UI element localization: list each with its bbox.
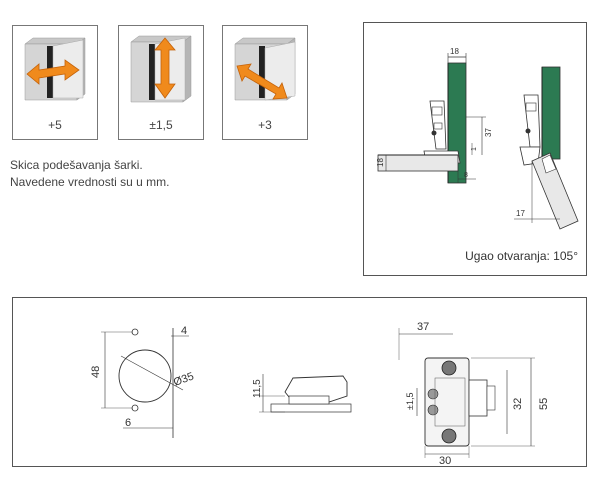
dim-32: 32 bbox=[512, 398, 524, 410]
adjustment-tile-depth: +5 bbox=[12, 25, 98, 140]
opening-angle-label: Ugao otvaranja: 105° bbox=[465, 249, 578, 263]
adjustment-label: +5 bbox=[48, 118, 62, 132]
side-adjust-illustration bbox=[234, 37, 296, 101]
dim-d35: Ø35 bbox=[172, 370, 196, 388]
dim-17: 17 bbox=[516, 209, 525, 218]
dim-55: 55 bbox=[538, 398, 550, 410]
dim-30: 30 bbox=[439, 455, 451, 466]
dim-8: 8 bbox=[464, 172, 468, 179]
adjustment-label: +3 bbox=[258, 118, 272, 132]
note-line-2: Navedene vrednosti su u mm. bbox=[10, 175, 170, 189]
dim-1: 1 bbox=[471, 147, 478, 151]
note-line-1: Skica podešavanja šarki. bbox=[10, 158, 143, 172]
depth-adjust-illustration bbox=[24, 37, 86, 101]
adjustment-tile-side: +3 bbox=[222, 25, 308, 140]
technical-drawings: 48 4 Ø35 6 11,5 bbox=[90, 321, 550, 467]
dim-37-plate: 37 bbox=[417, 321, 429, 333]
dim-11-5: 11,5 bbox=[252, 379, 263, 398]
vertical-arrow-icon bbox=[154, 37, 176, 99]
door-panel bbox=[377, 154, 459, 172]
dim-48: 48 bbox=[90, 366, 102, 378]
dim-37: 37 bbox=[484, 128, 493, 137]
opening-angle-diagram: 18 18 37 1 8 bbox=[376, 47, 579, 230]
cup-bore-drawing: 48 4 Ø35 6 bbox=[90, 325, 196, 438]
horizontal-arrow-icon bbox=[26, 59, 80, 85]
dim-18-side: 18 bbox=[376, 158, 385, 167]
dim-pm15: ±1,5 bbox=[405, 393, 415, 410]
adjustment-label: ±1,5 bbox=[149, 118, 173, 132]
cabinet-side-glass-open bbox=[541, 66, 561, 160]
side-view-drawing: 11,5 bbox=[252, 374, 352, 413]
diagonal-arrow-icon bbox=[236, 63, 288, 100]
dim-4: 4 bbox=[181, 325, 187, 337]
dim-18-top: 18 bbox=[450, 47, 459, 56]
mounting-plate-drawing: 37 ±1,5 32 55 30 bbox=[398, 321, 550, 467]
height-adjust-illustration bbox=[130, 35, 192, 103]
adjustment-tile-height: ±1,5 bbox=[118, 25, 204, 140]
technical-drawings-panel: 48 4 Ø35 6 11,5 bbox=[12, 297, 587, 467]
dim-6: 6 bbox=[125, 417, 131, 429]
door-panel-open bbox=[531, 152, 579, 230]
opening-angle-panel: 18 18 37 1 8 bbox=[363, 22, 587, 276]
